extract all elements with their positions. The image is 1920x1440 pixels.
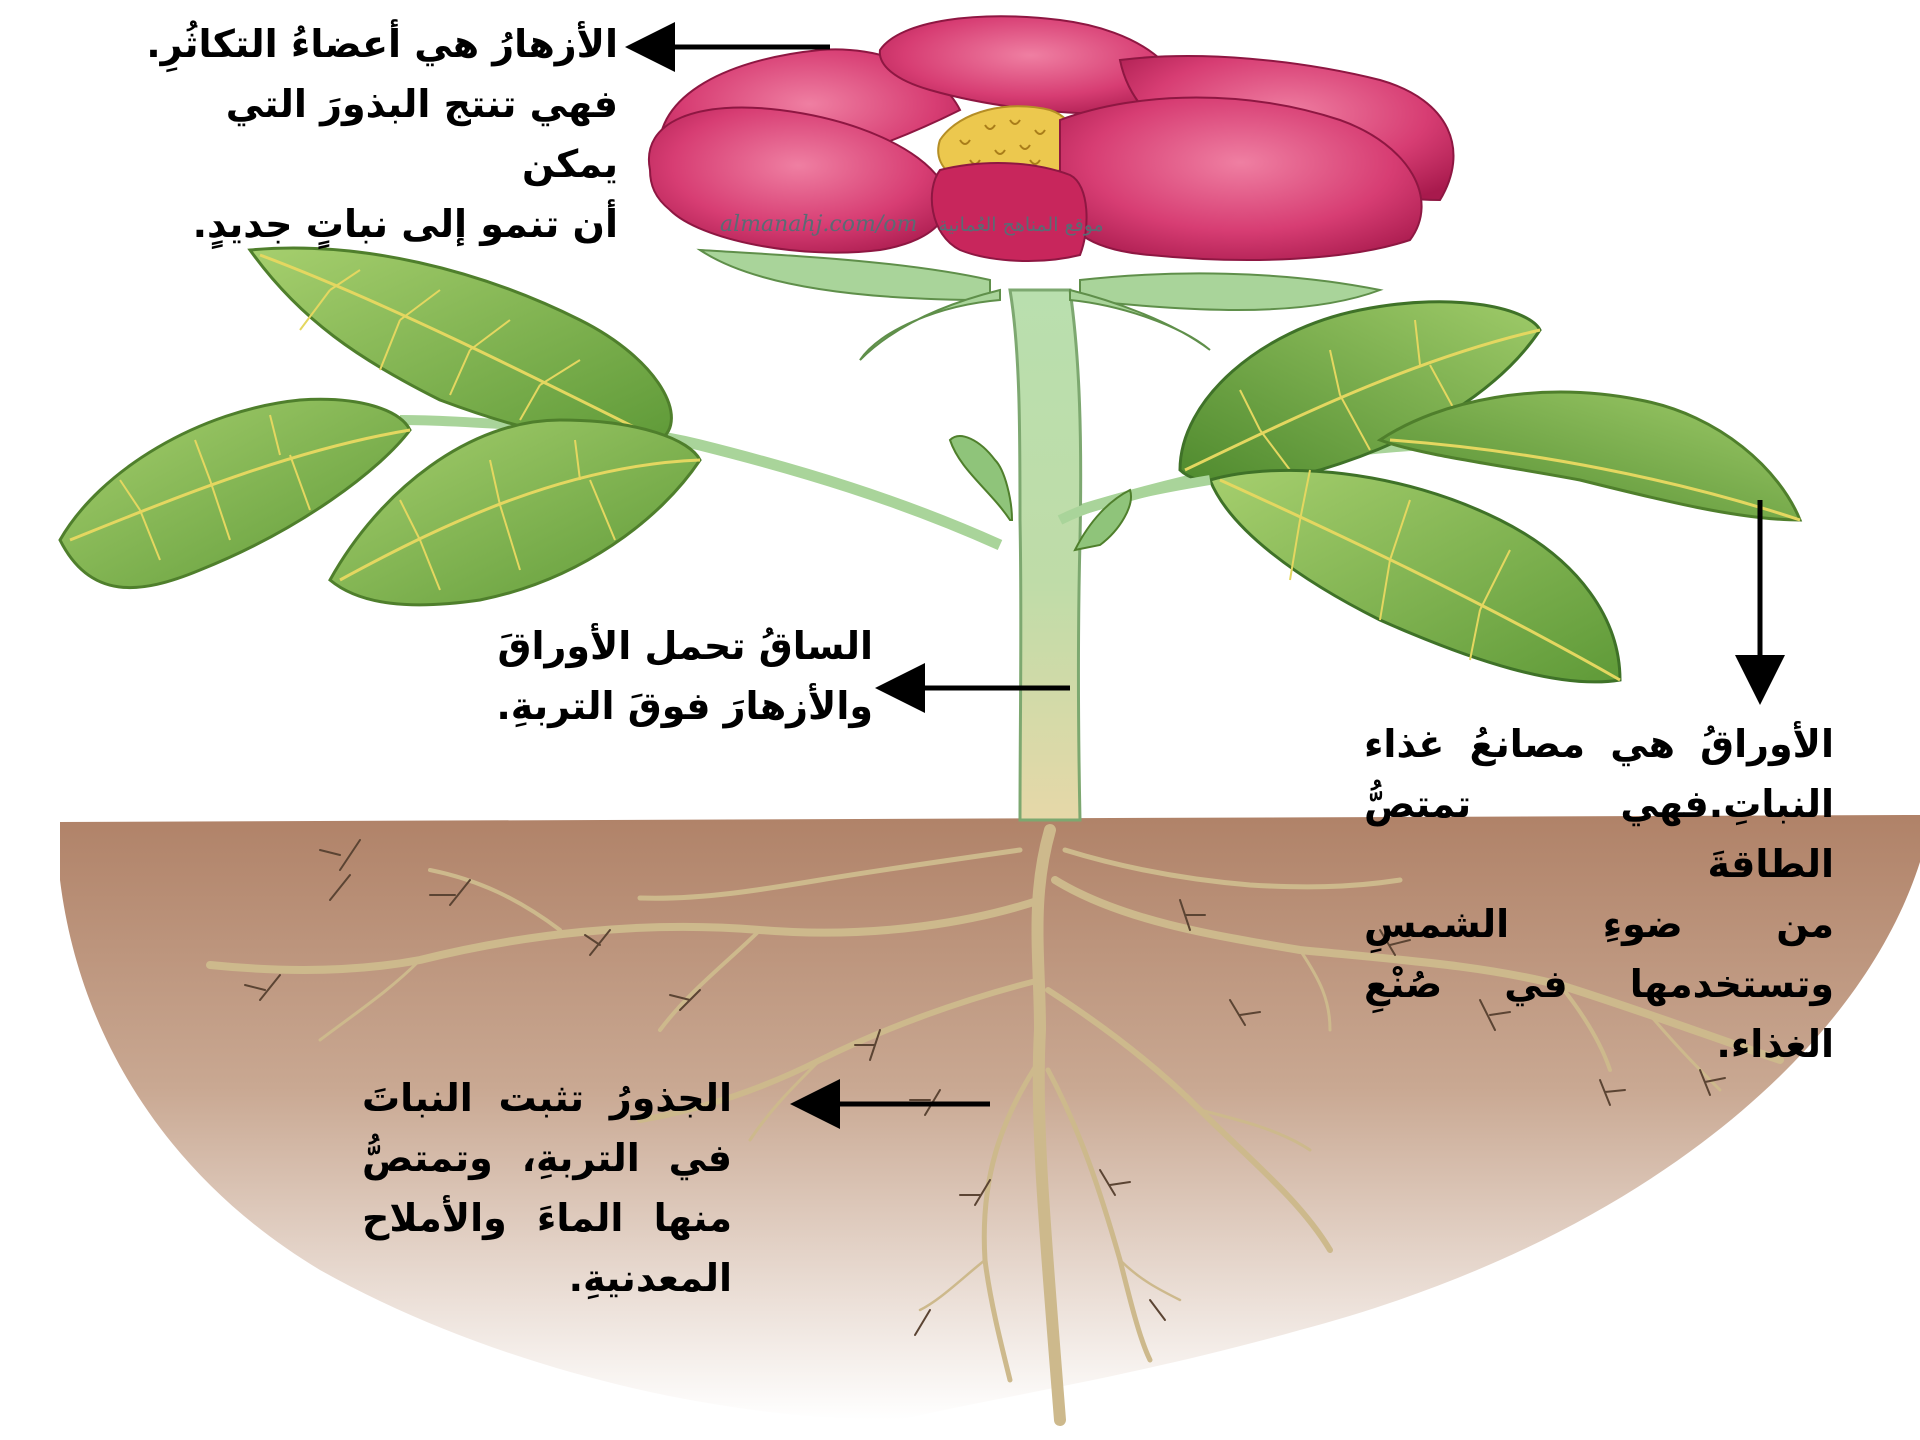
leaves-left bbox=[60, 248, 1000, 605]
stem bbox=[1010, 290, 1081, 820]
roots-label: الجذورُ تثبت النباتَ في التربةِ، وتمتصُّ… bbox=[362, 1068, 732, 1308]
watermark-text: موقع المناهج العُمانية bbox=[938, 214, 1103, 236]
watermark-url: almanahj.com/om bbox=[720, 212, 917, 237]
leaves-right bbox=[1080, 302, 1800, 682]
stem-label: الساقُ تحمل الأوراقَ والأزهارَ فوقَ التر… bbox=[433, 616, 873, 736]
flowers-label: الأزهارُ هي أعضاءُ التكاثُرِ. فهي تنتج ا… bbox=[118, 14, 618, 254]
side-branch bbox=[1060, 480, 1210, 520]
leaves-label: الأوراقُ هي مصانعُ غذاء النباتِ.فهي تمتص… bbox=[1364, 714, 1834, 1074]
watermark: almanahj.com/om موقع المناهج العُمانية bbox=[720, 212, 1160, 237]
